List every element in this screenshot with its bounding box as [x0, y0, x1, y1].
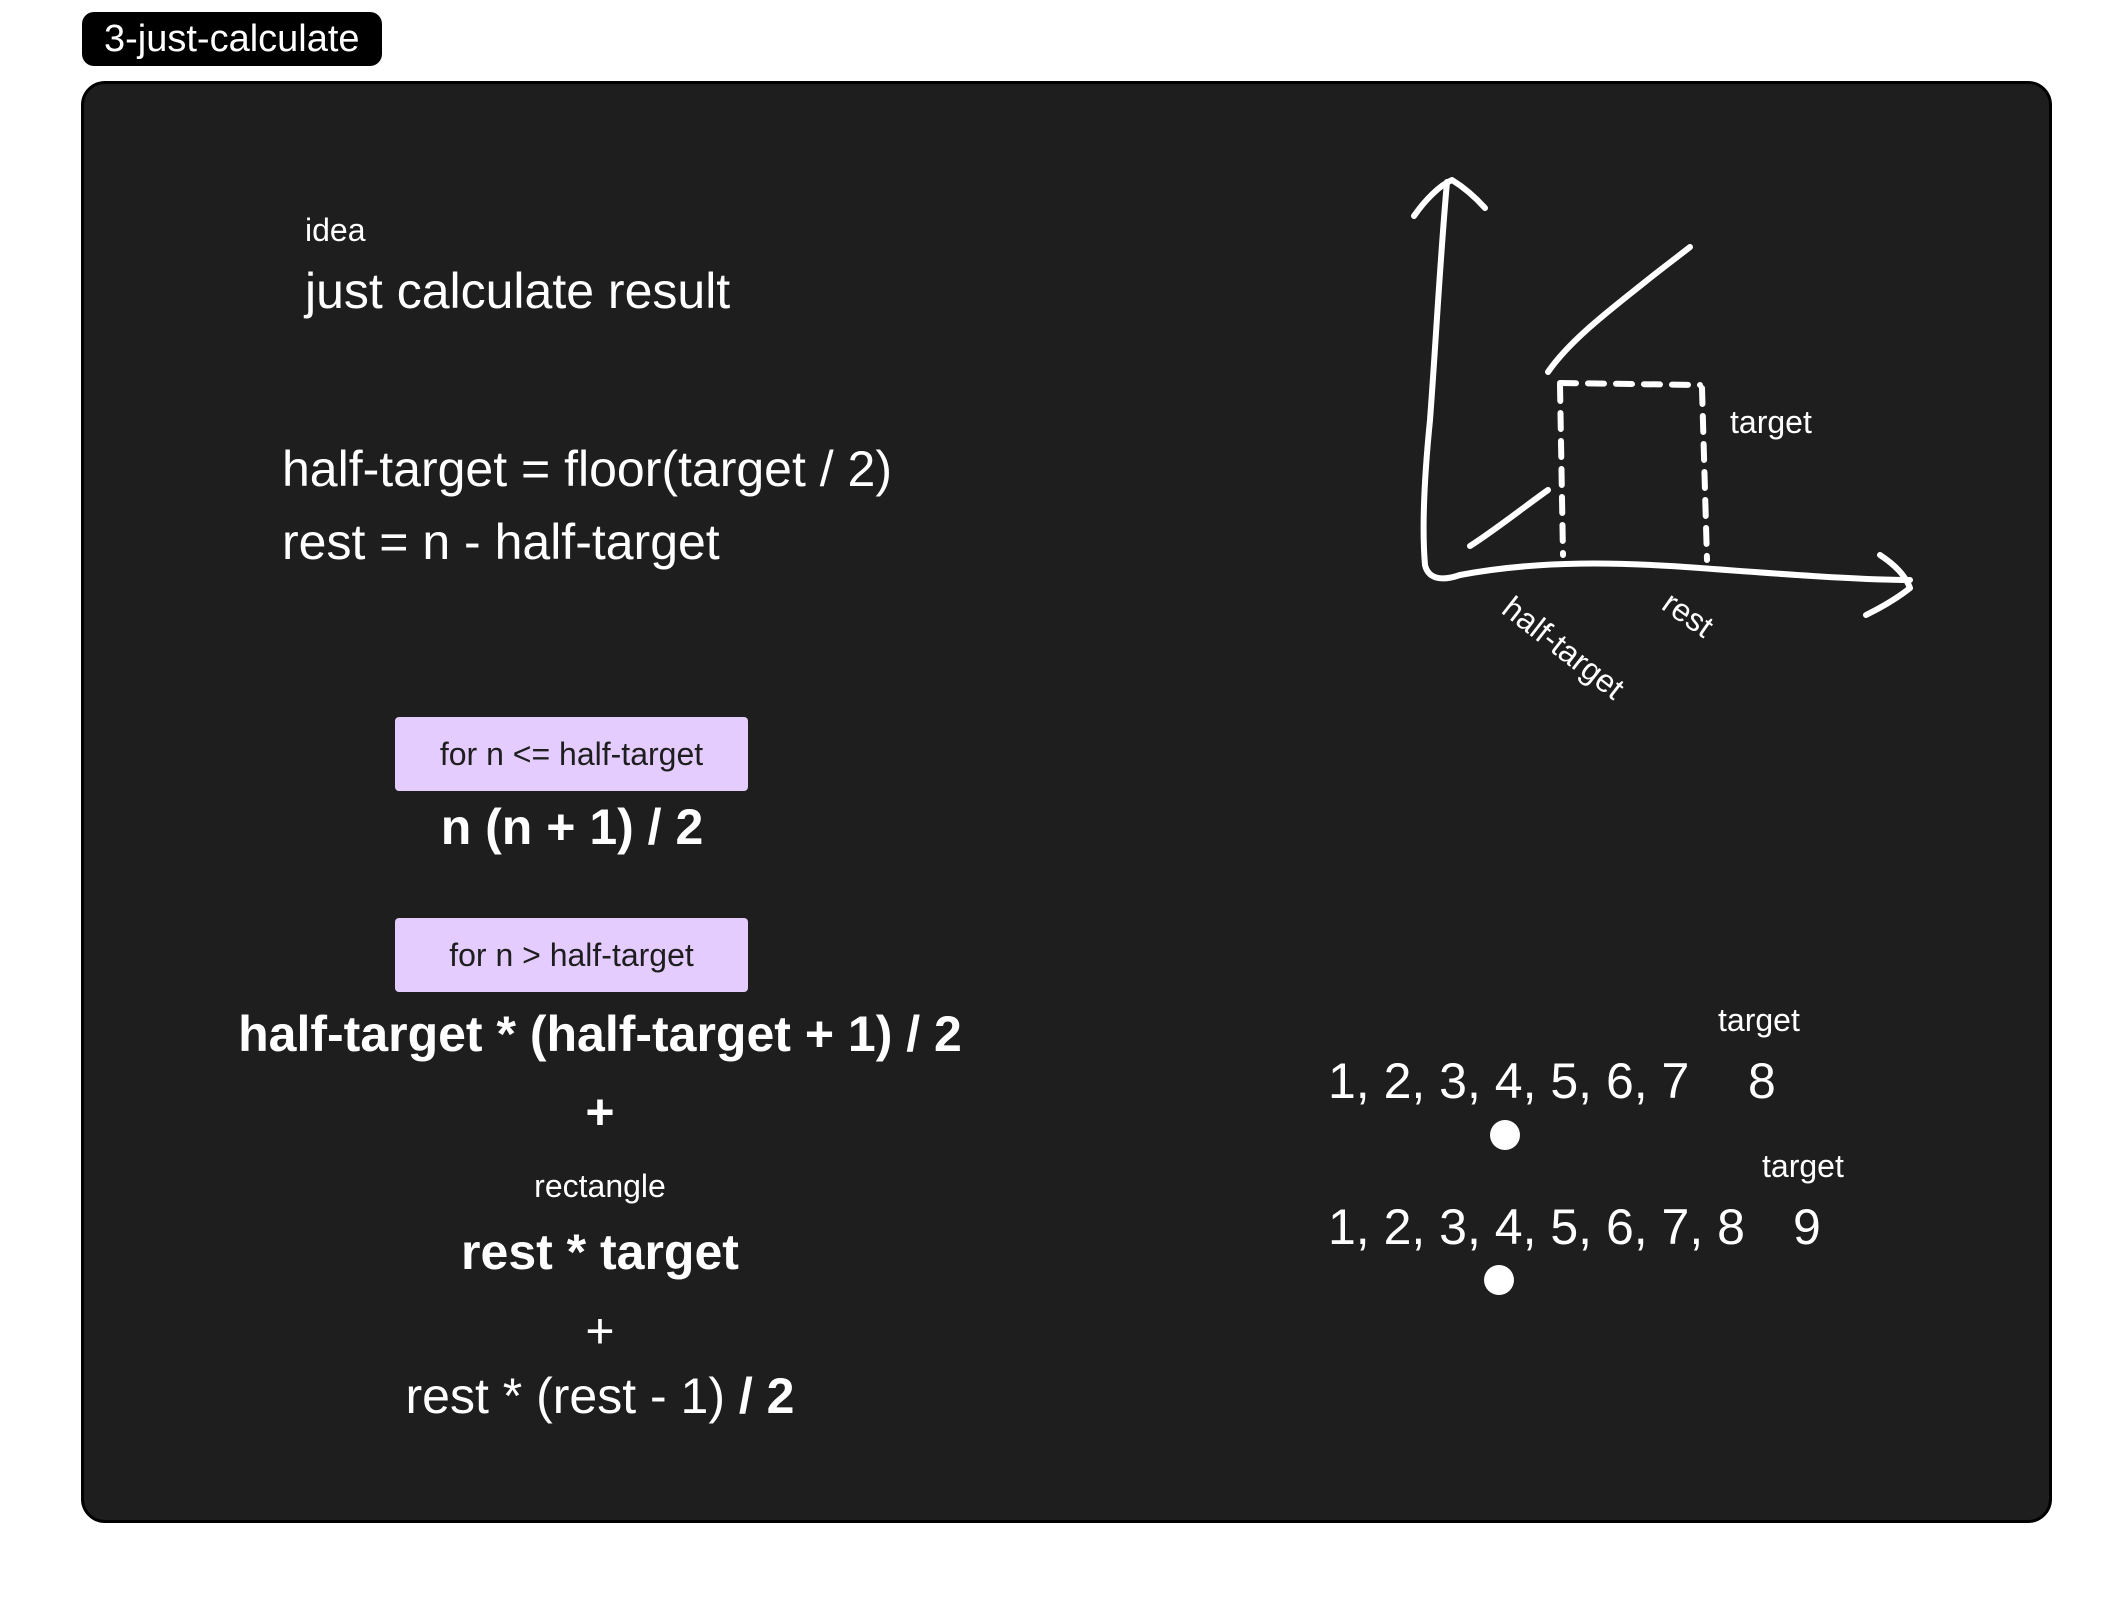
plus-sign-1: +	[585, 1084, 615, 1140]
graph-label-rest: rest	[1656, 584, 1720, 644]
half-target-definition: half-target = floor(target / 2)	[282, 441, 893, 497]
example-1-target-label: target	[1718, 1002, 1800, 1038]
frame-label[interactable]: 3-just-calculate	[82, 12, 382, 66]
x-axis-arrowhead	[1863, 552, 1913, 618]
rectangle-label: rectangle	[534, 1168, 666, 1204]
rectangle-formula: rest * target	[461, 1224, 739, 1280]
y-axis-arrowhead	[1411, 177, 1488, 219]
curve-lower	[1467, 487, 1551, 549]
example-1-sequence: 1, 2, 3, 4, 5, 6, 7	[1328, 1053, 1690, 1109]
case-small-tag: for n <= half-target	[395, 717, 748, 791]
dashed-rect-left	[1557, 382, 1566, 558]
graph-label-half-target: half-target	[1496, 589, 1632, 706]
example-2-target-label: target	[1762, 1148, 1844, 1184]
case-small-formula: n (n + 1) / 2	[440, 799, 704, 855]
case-large-tag: for n > half-target	[395, 918, 748, 992]
example-2-target-value: 9	[1793, 1199, 1821, 1255]
idea-label: idea	[305, 212, 366, 248]
triangle-formula: rest * (rest - 1) / 2	[350, 1367, 850, 1425]
dashed-rect-top	[1557, 380, 1703, 388]
example-1-marker-dot	[1490, 1120, 1520, 1150]
case-large-formula-head: half-target * (half-target + 1) / 2	[238, 1006, 962, 1062]
example-1-target-value: 8	[1748, 1053, 1776, 1109]
graph-label-target: target	[1730, 404, 1812, 440]
y-axis	[1420, 179, 1463, 582]
plus-sign-2: +	[585, 1303, 615, 1359]
idea-title: just calculate result	[305, 263, 731, 319]
canvas-frame	[81, 81, 2052, 1523]
rest-definition: rest = n - half-target	[282, 514, 720, 570]
curve-upper	[1545, 244, 1693, 375]
example-2-sequence: 1, 2, 3, 4, 5, 6, 7, 8	[1328, 1199, 1745, 1255]
dashed-rect-right	[1699, 385, 1710, 563]
triangle-formula-bold: / 2	[725, 1368, 795, 1424]
triangle-formula-regular: rest * (rest - 1)	[405, 1368, 725, 1424]
x-axis	[1457, 560, 1913, 583]
example-2-marker-dot	[1484, 1265, 1514, 1295]
